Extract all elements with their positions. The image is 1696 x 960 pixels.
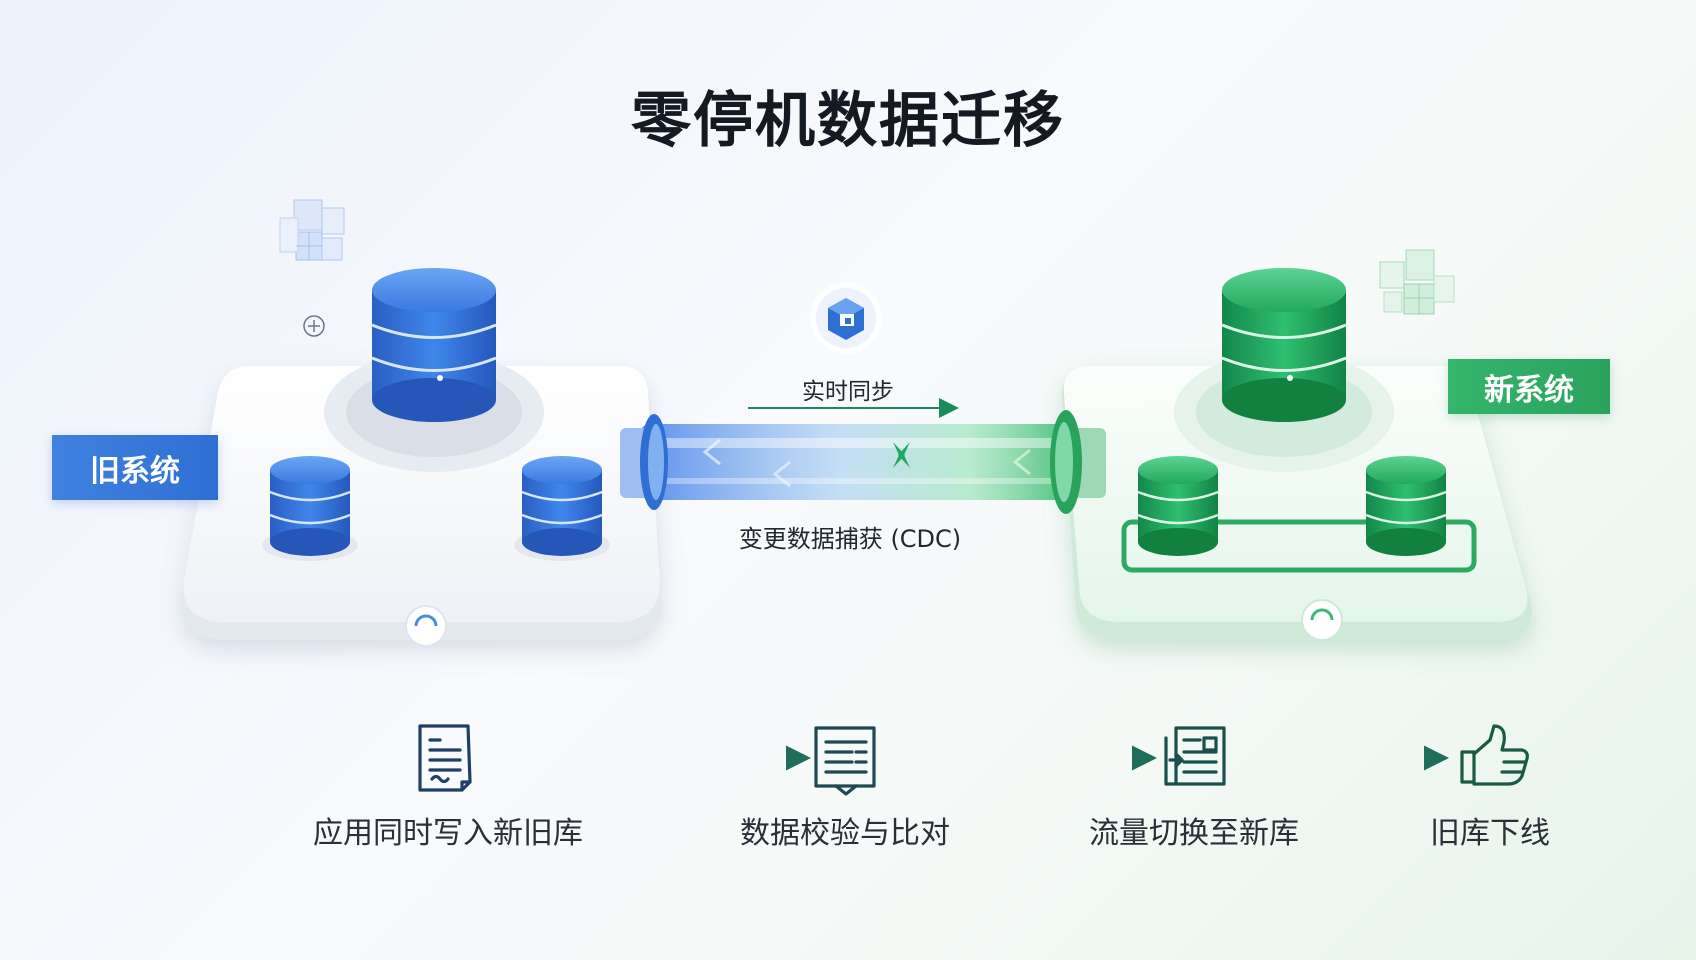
old-main-database-icon <box>371 268 497 422</box>
new-small-database-left-icon <box>1137 456 1219 556</box>
step-2-label: 数据校验与比对 <box>740 816 950 851</box>
old-small-glyph-icon <box>303 315 325 337</box>
old-small-database-left-icon <box>262 456 358 561</box>
page-title: 零停机数据迁移 <box>631 86 1065 156</box>
step-4-label: 旧库下线 <box>1430 816 1550 851</box>
old-data-cubes-icon <box>279 199 345 261</box>
new-platform-badge-icon <box>1301 599 1343 641</box>
old-platform-badge-icon <box>405 605 447 647</box>
cdc-pipe-left-flange <box>620 414 668 510</box>
step-2-checklist-icon <box>814 726 876 796</box>
cdc-pipe-right-flange <box>1050 410 1106 514</box>
cdc-pipe <box>640 424 1080 500</box>
cdc-flow-icon <box>893 442 910 468</box>
new-small-database-right-icon <box>1365 456 1447 556</box>
step-3-label: 流量切换至新库 <box>1089 816 1299 851</box>
new-system-tag: 新系统 <box>1448 359 1610 414</box>
sync-cube-icon <box>810 282 882 354</box>
new-main-database-icon <box>1221 268 1347 422</box>
step-1-document-icon <box>418 724 472 792</box>
step-4-thumbs-up-icon <box>1460 724 1529 786</box>
step-3-switch-document-icon <box>1164 726 1226 786</box>
new-data-cubes-icon <box>1379 249 1455 315</box>
new-system-rail <box>1121 519 1477 573</box>
step-1-label: 应用同时写入新旧库 <box>313 816 583 851</box>
cdc-label: 变更数据捕获 (CDC) <box>738 525 962 553</box>
old-small-database-right-icon <box>514 456 610 561</box>
sync-label: 实时同步 <box>802 379 894 405</box>
old-system-tag: 旧系统 <box>52 435 218 500</box>
